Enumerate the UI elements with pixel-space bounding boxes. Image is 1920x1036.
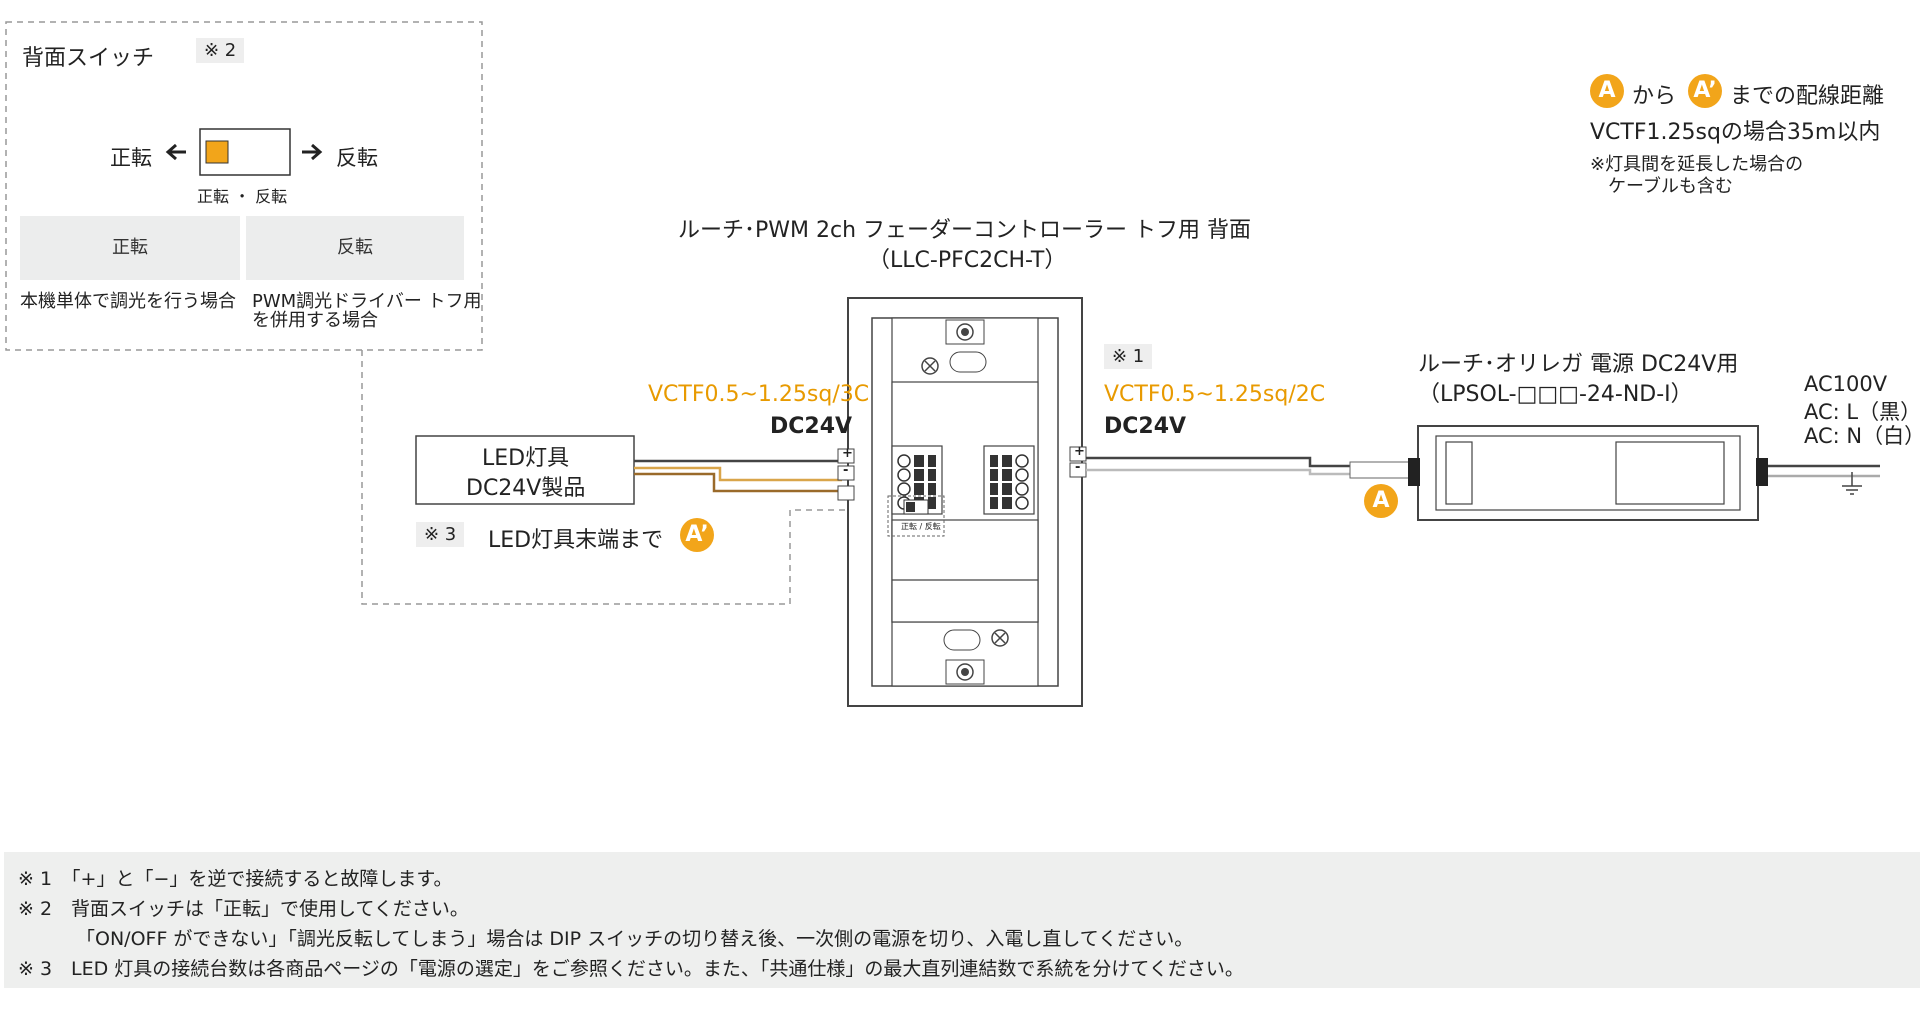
terminal-plus-left [837,448,855,464]
distance-spec: VCTF1.25sqの場合35m以内 [1590,120,1881,145]
distance-from: から [1632,84,1677,109]
badge-a-prime: A’ [680,518,714,552]
badge-a-cable: A [1364,484,1398,518]
arrow-left-icon [165,143,186,161]
switch-knob [205,140,229,164]
switch-leader-line [361,350,890,605]
wire-right-white [1086,468,1350,476]
footnote-3: ※ 3 LED 灯具の接続台数は各商品ページの「電源の選定」をご参照ください。ま… [18,958,1244,980]
switch-box-note-tag: ※ 2 [196,38,245,63]
ac-line-l: AC: L（黒） [1804,400,1920,424]
ac-voltage: AC100V [1804,372,1888,396]
right-cable-spec: VCTF0.5~1.25sq/2C [1104,382,1326,407]
arrow-right-icon [302,143,323,161]
led-label-line2: DC24V製品 [466,476,586,501]
option-reverse-desc-2: を併用する場合 [252,310,378,331]
dip-switch-label: 正転 / 反転 [901,522,941,531]
option-reverse-desc-1: PWM調光ドライバー トフ用 [252,291,482,312]
ac-line-n: AC: N（白） [1804,424,1920,448]
switch-caption: 正転 ・ 反転 [197,187,288,206]
power-title: ルーチ･オリレガ 電源 DC24V用 [1418,352,1739,377]
switch-box-title: 背面スイッチ [22,46,155,71]
right-voltage: DC24V [1104,414,1187,439]
switch-box-frame [5,21,483,351]
minus-mark-left: - [843,463,849,478]
option-reverse: 反転 [246,216,464,280]
distance-note-2: ケーブルも含む [1608,176,1733,197]
footnotes-panel: ※ 1 「+」と「−」を逆で接続すると故障します。 ※ 2 背面スイッチは「正転… [4,852,1920,988]
terminal-plus-right [1069,446,1087,462]
wire-right-black [1086,456,1350,468]
controller-model: （LLC-PFC2CH-T） [868,248,1067,273]
option-forward-desc: 本機単体で調光を行う場合 [20,291,236,312]
option-forward: 正転 [20,216,240,280]
led-end-label: LED灯具末端まで [488,528,664,553]
plus-mark-left: + [842,446,853,461]
left-voltage: DC24V [770,414,853,439]
controller-title: ルーチ･PWM 2ch フェーダーコントローラー トフ用 背面 [678,218,1252,243]
right-note-tag: ※ 1 [1104,344,1153,369]
badge-a-prime-legend: A’ [1688,74,1722,108]
distance-note-1: ※灯具間を延長した場合の [1590,154,1804,175]
led-note-tag: ※ 3 [416,522,465,547]
switch-label-reverse: 反転 [336,146,378,170]
footnote-2-cont: 「ON/OFF ができない」「調光反転してしまう」場合は DIP スイッチの切り… [76,928,1194,950]
wire-left-orange [634,466,842,482]
ground-icon [1842,472,1862,495]
plus-mark-right: + [1074,444,1085,459]
badge-a-legend: A [1590,74,1624,108]
terminal-minus-left [837,465,855,481]
wire-left-brown [634,472,842,493]
footnote-1: ※ 1 「+」と「−」を逆で接続すると故障します。 [18,868,453,890]
footnote-2: ※ 2 背面スイッチは「正転」で使用してください。 [18,898,469,920]
minus-mark-right: - [1075,460,1081,475]
led-label-line1: LED灯具 [482,446,570,471]
led-fixture-box [415,435,635,505]
distance-to: までの配線距離 [1730,84,1885,109]
left-cable-spec: VCTF0.5~1.25sq/3C [648,382,870,407]
power-model: （LPSOL-□□□-24-ND-I） [1418,382,1693,407]
dip-switch-area [887,495,945,537]
switch-label-forward: 正転 [110,146,152,170]
